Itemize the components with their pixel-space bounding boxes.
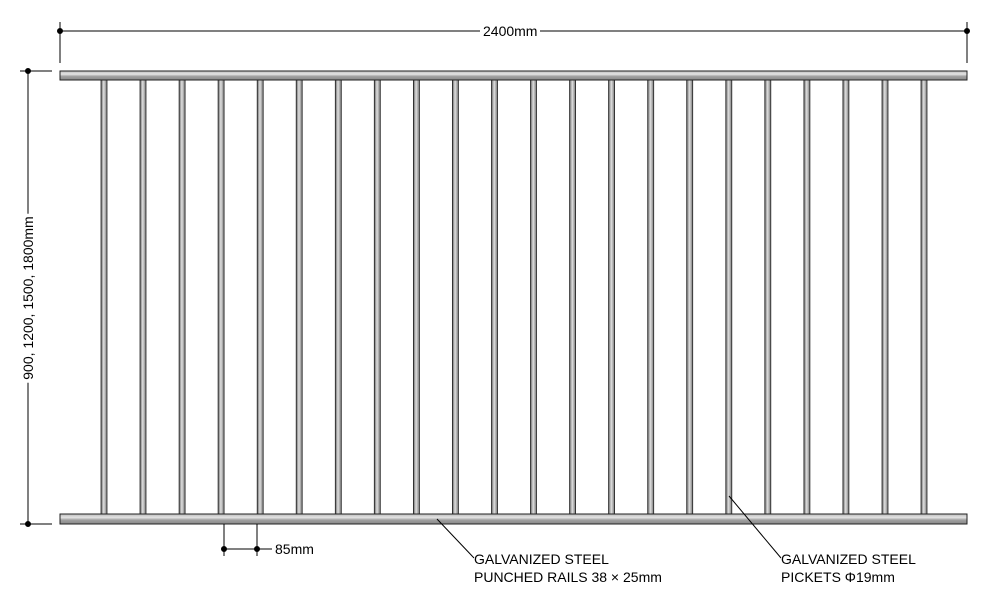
picket xyxy=(686,79,694,515)
width-dimension-label: 2400mm xyxy=(480,23,541,39)
picket xyxy=(295,79,303,515)
picket xyxy=(920,79,928,515)
picket xyxy=(842,79,850,515)
pickets-callout-line2: PICKETS Φ19mm xyxy=(781,569,895,585)
bottom-rail xyxy=(59,513,968,525)
picket xyxy=(139,79,147,515)
picket xyxy=(373,79,381,515)
picket xyxy=(803,79,811,515)
picket xyxy=(178,79,186,515)
picket xyxy=(334,79,342,515)
top-rail xyxy=(59,70,968,81)
rails-callout-line2: PUNCHED RAILS 38 × 25mm xyxy=(474,569,662,585)
picket xyxy=(412,79,420,515)
spacing-dimension-line xyxy=(221,524,272,556)
spacing-dimension-label: 85mm xyxy=(275,541,314,557)
height-dimension-label: 900, 1200, 1500, 1800mm xyxy=(20,213,36,383)
pickets-leader-line xyxy=(728,495,782,559)
pickets-callout-line1: GALVANIZED STEEL xyxy=(781,551,916,567)
picket xyxy=(491,79,498,515)
picket xyxy=(217,79,225,515)
pickets xyxy=(100,79,928,515)
picket xyxy=(451,79,459,515)
picket xyxy=(530,79,537,515)
picket xyxy=(881,79,889,515)
pickets-callout: GALVANIZED STEEL PICKETS Φ19mm xyxy=(781,550,916,586)
picket xyxy=(647,79,655,515)
picket xyxy=(100,79,108,515)
rails-leader-line xyxy=(436,518,475,559)
picket xyxy=(256,79,264,515)
rails-callout: GALVANIZED STEEL PUNCHED RAILS 38 × 25mm xyxy=(474,550,662,586)
rails-callout-line1: GALVANIZED STEEL xyxy=(474,551,609,567)
picket xyxy=(764,79,772,515)
picket xyxy=(725,79,733,515)
picket xyxy=(569,79,576,515)
picket xyxy=(608,79,615,515)
